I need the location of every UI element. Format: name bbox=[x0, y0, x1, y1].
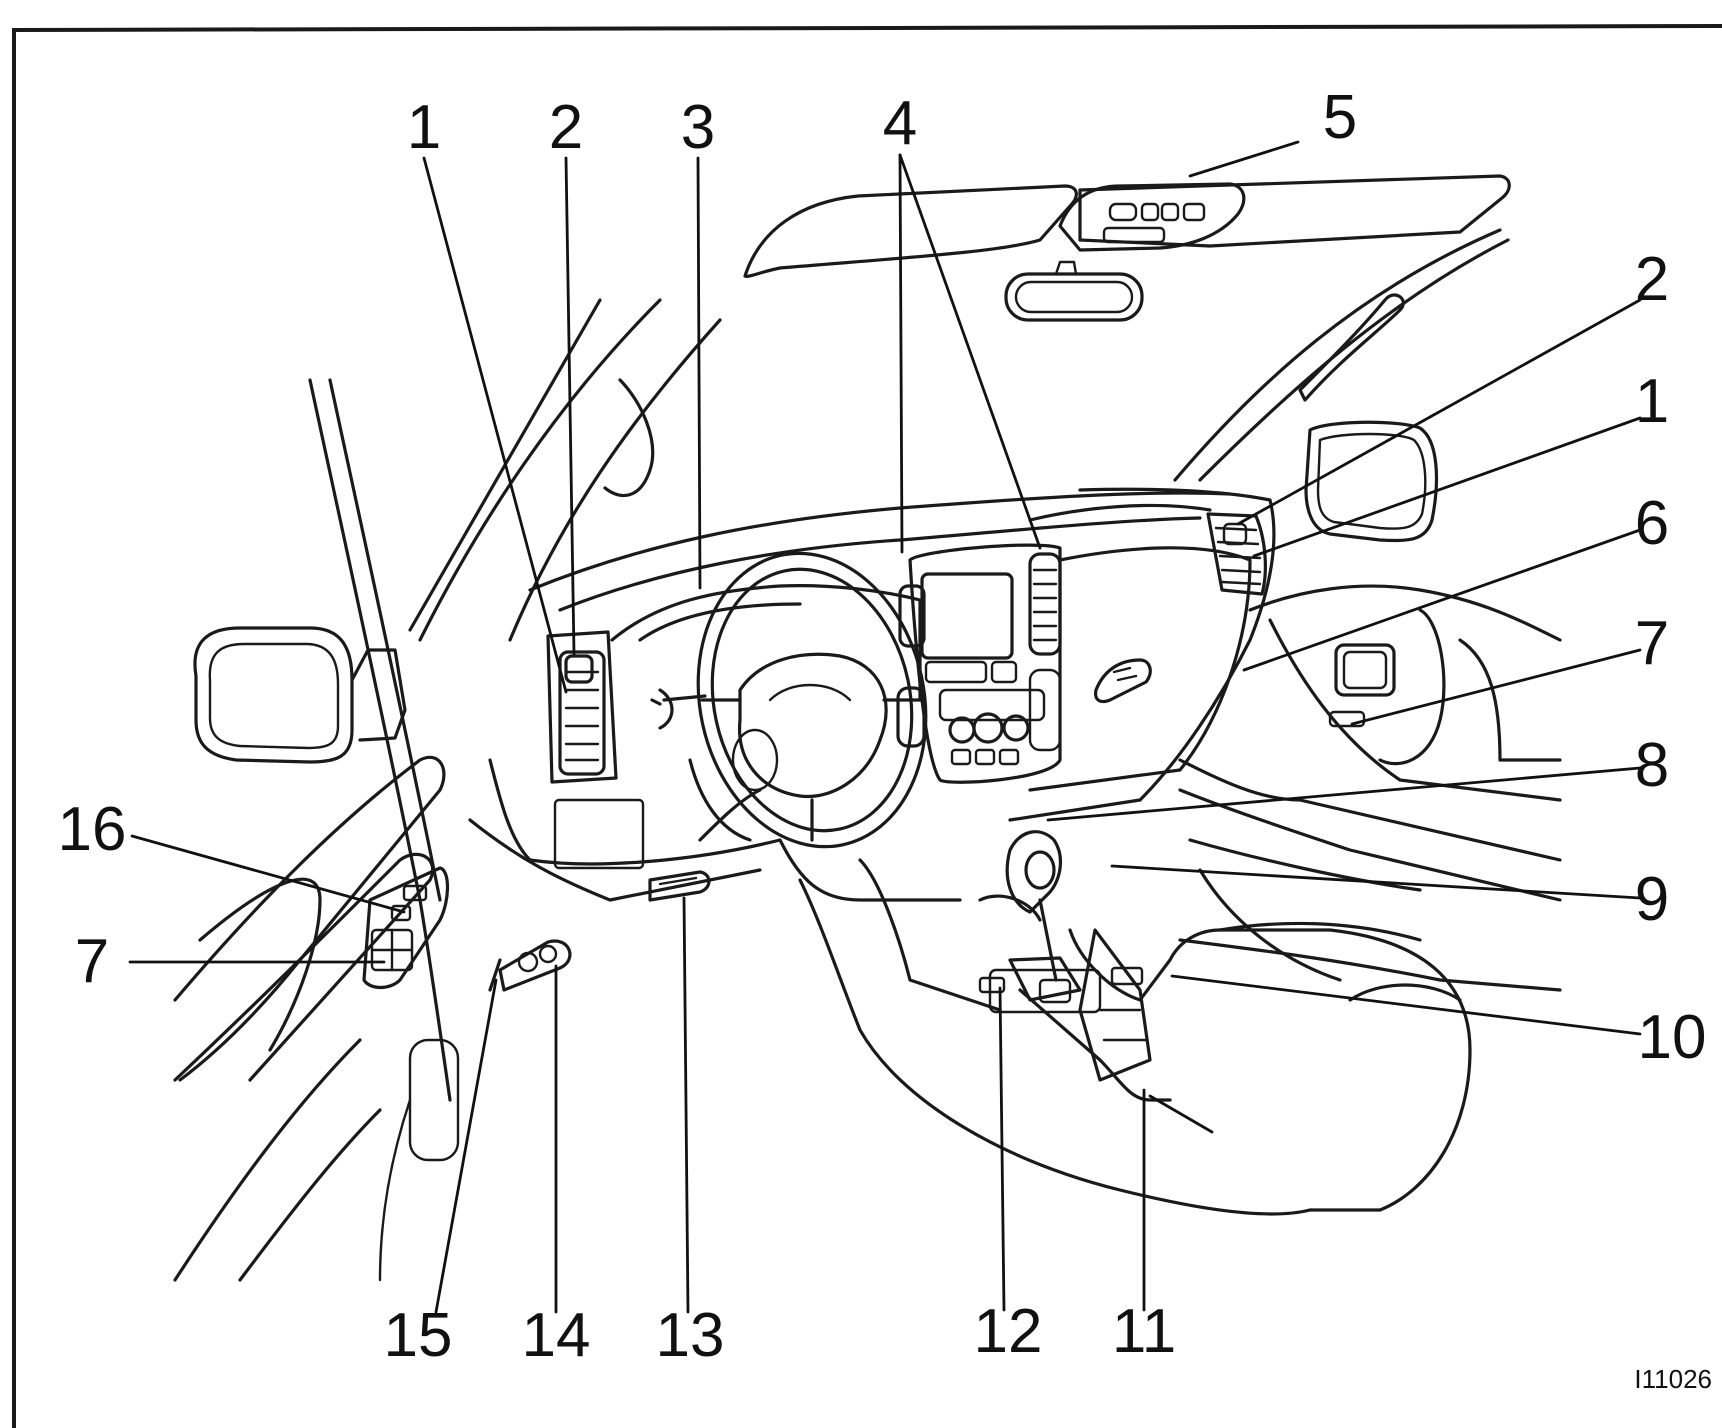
callout-9: 9 bbox=[1635, 865, 1669, 934]
callout-12: 12 bbox=[974, 1297, 1043, 1366]
leader-3 bbox=[696, 156, 702, 590]
left-a-pillar bbox=[418, 298, 662, 642]
left-door-switch-panel bbox=[362, 866, 450, 990]
floor-switch-right bbox=[1110, 966, 1144, 986]
glove-box bbox=[1028, 503, 1252, 792]
steering-column bbox=[688, 758, 762, 842]
leader-2-right bbox=[1236, 298, 1642, 526]
callout-6: 6 bbox=[1635, 489, 1669, 558]
leader-1-left bbox=[422, 156, 568, 694]
leader-4b bbox=[898, 153, 1042, 550]
callout-3: 3 bbox=[681, 93, 715, 162]
callout-labels: 1 2 3 4 5 2 1 6 7 8 9 10 11 12 13 14 15 … bbox=[58, 83, 1712, 1394]
interior-line-art bbox=[173, 174, 1562, 1282]
center-air-vents bbox=[898, 552, 1062, 752]
right-door bbox=[1178, 584, 1562, 992]
floor-switch-left bbox=[978, 976, 1006, 994]
instrument-cluster-hood bbox=[610, 584, 922, 702]
left-door-frame bbox=[308, 378, 452, 1102]
figure-id: I11026 bbox=[1634, 1364, 1712, 1394]
leader-5 bbox=[1188, 140, 1300, 178]
leader-8 bbox=[1046, 766, 1642, 822]
assist-grip bbox=[1298, 293, 1405, 402]
leader-11b bbox=[1148, 1094, 1214, 1134]
leader-9 bbox=[1110, 864, 1642, 900]
leader-7-right bbox=[1350, 648, 1642, 726]
rear-view-mirror bbox=[1004, 260, 1144, 322]
floor-console bbox=[798, 858, 1472, 1216]
callout-1-right: 1 bbox=[1635, 367, 1669, 436]
callout-11: 11 bbox=[1112, 1297, 1176, 1366]
leader-2-left bbox=[564, 156, 576, 656]
callout-7-left: 7 bbox=[75, 927, 109, 996]
left-outside-mirror bbox=[193, 626, 407, 764]
shift-lever bbox=[978, 830, 1102, 1014]
leader-6 bbox=[1242, 528, 1642, 672]
leader-16 bbox=[130, 834, 406, 914]
callout-14: 14 bbox=[522, 1301, 591, 1370]
center-console bbox=[908, 543, 1062, 784]
leader-10 bbox=[1170, 974, 1642, 1036]
callout-1-left: 1 bbox=[407, 93, 441, 162]
left-side-air-vent bbox=[546, 630, 618, 784]
leader-13 bbox=[682, 896, 690, 1314]
callout-13: 13 bbox=[656, 1301, 725, 1370]
lower-dash-controls bbox=[488, 870, 711, 992]
parking-brake-handle bbox=[1018, 988, 1172, 1102]
callout-4: 4 bbox=[883, 89, 917, 158]
callout-16: 16 bbox=[58, 795, 127, 864]
steering-wheel bbox=[650, 551, 928, 849]
leader-lines bbox=[128, 140, 1642, 1314]
callout-2-left: 2 bbox=[549, 93, 583, 162]
callout-5: 5 bbox=[1323, 83, 1357, 152]
callout-15: 15 bbox=[384, 1301, 453, 1370]
leader-15 bbox=[434, 978, 498, 1314]
right-a-pillar bbox=[1173, 228, 1502, 482]
callout-10: 10 bbox=[1638, 1003, 1707, 1072]
leader-1-right bbox=[1252, 416, 1642, 558]
diagram-frame bbox=[12, 24, 1722, 1428]
callout-7-right: 7 bbox=[1635, 609, 1669, 678]
leader-4a bbox=[898, 153, 904, 554]
leader-12 bbox=[998, 986, 1006, 1312]
sun-visor-assembly bbox=[743, 174, 1511, 278]
right-outside-mirror bbox=[1304, 420, 1439, 543]
callout-2-right: 2 bbox=[1635, 245, 1669, 314]
callout-8: 8 bbox=[1635, 731, 1669, 800]
dashboard-top bbox=[528, 491, 1232, 592]
